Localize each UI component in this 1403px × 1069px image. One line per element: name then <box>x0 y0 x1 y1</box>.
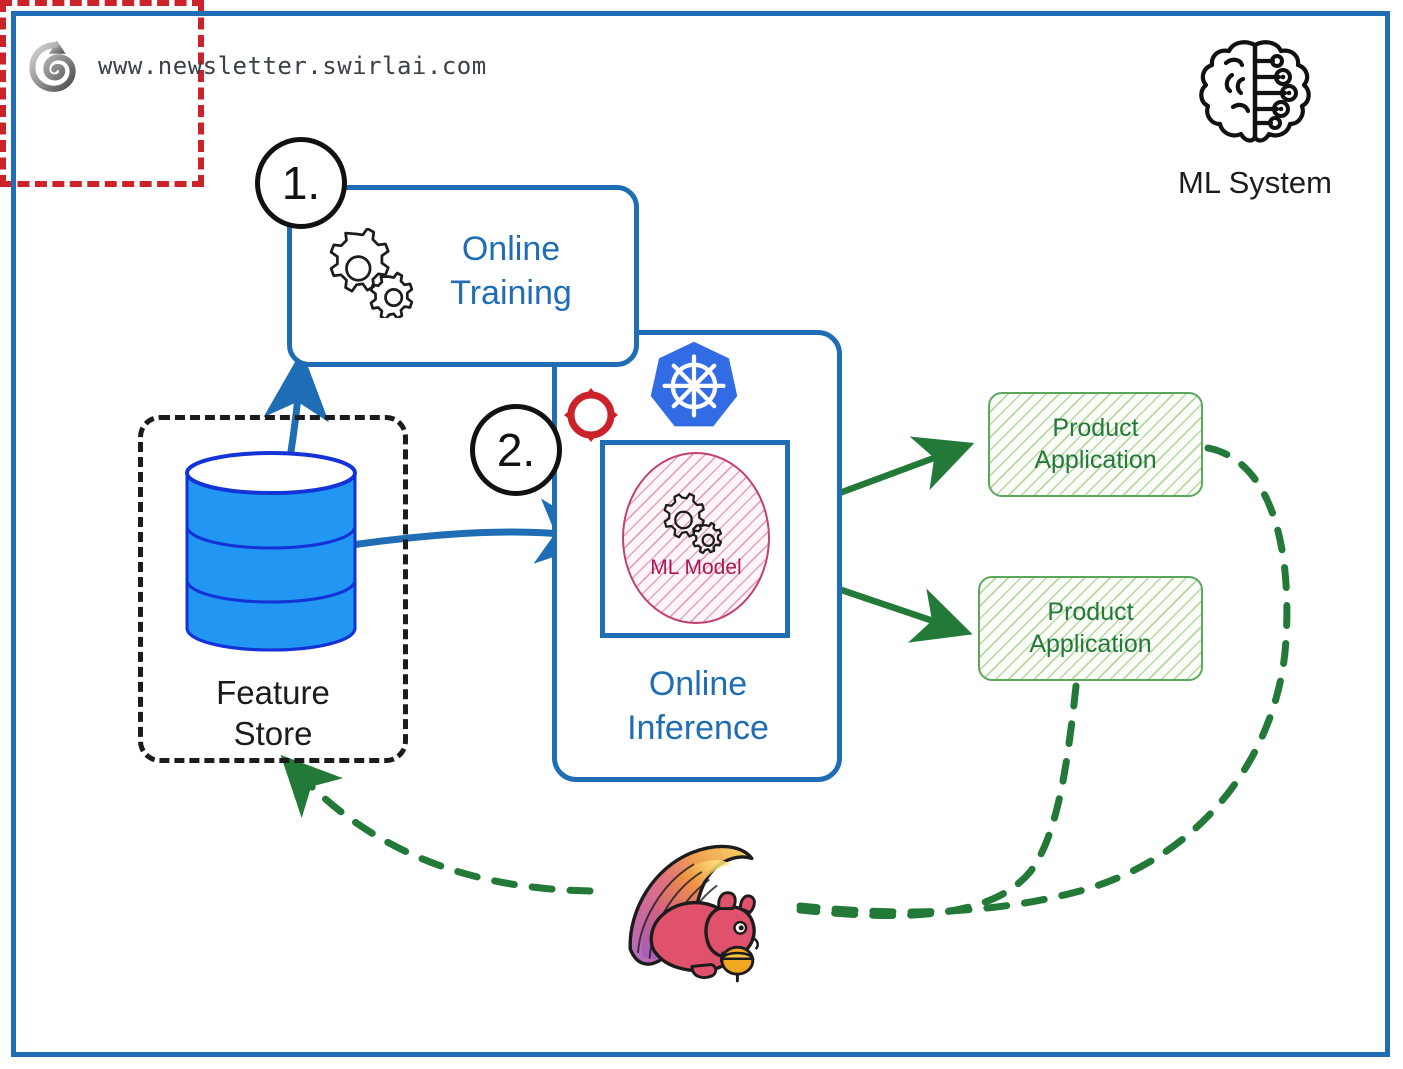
step-marker-1[interactable]: 1. <box>255 137 347 229</box>
product-application-2[interactable]: Product Application <box>978 576 1203 681</box>
product-application-1[interactable]: Product Application <box>988 392 1203 497</box>
canvas-border <box>11 11 1390 1057</box>
feature-store-label: Feature Store <box>216 674 330 753</box>
step-marker-2-label: 2. <box>496 424 536 476</box>
gears-icon <box>329 228 414 318</box>
brand-url: www.newsletter.swirlai.com <box>98 52 487 80</box>
ml-system-label: ML System <box>1178 165 1332 200</box>
swirl-spiral-logo-icon <box>29 40 76 92</box>
brain-circuit-icon <box>1199 40 1311 143</box>
ml-model-label: ML Model <box>650 556 742 579</box>
gears-icon <box>663 492 723 555</box>
step-marker-2[interactable]: 2. <box>470 404 562 496</box>
cycle-refresh-icon <box>564 388 618 442</box>
ml-system-badge: ML System <box>1155 35 1355 201</box>
step-marker-1-label: 1. <box>281 157 321 209</box>
kubernetes-icon <box>650 341 738 427</box>
product-application-1-label: Product Application <box>1034 414 1157 474</box>
online-inference-label: Online Inference <box>627 665 769 747</box>
stream-processor-group[interactable] <box>0 0 204 187</box>
brand: www.newsletter.swirlai.com <box>28 38 487 94</box>
apache-flink-squirrel-icon <box>628 844 759 983</box>
online-training-label: Online Training <box>450 230 572 312</box>
online-training-group[interactable] <box>287 185 639 367</box>
product-application-2-label: Product Application <box>1029 598 1152 658</box>
database-cylinder-icon <box>185 451 357 652</box>
